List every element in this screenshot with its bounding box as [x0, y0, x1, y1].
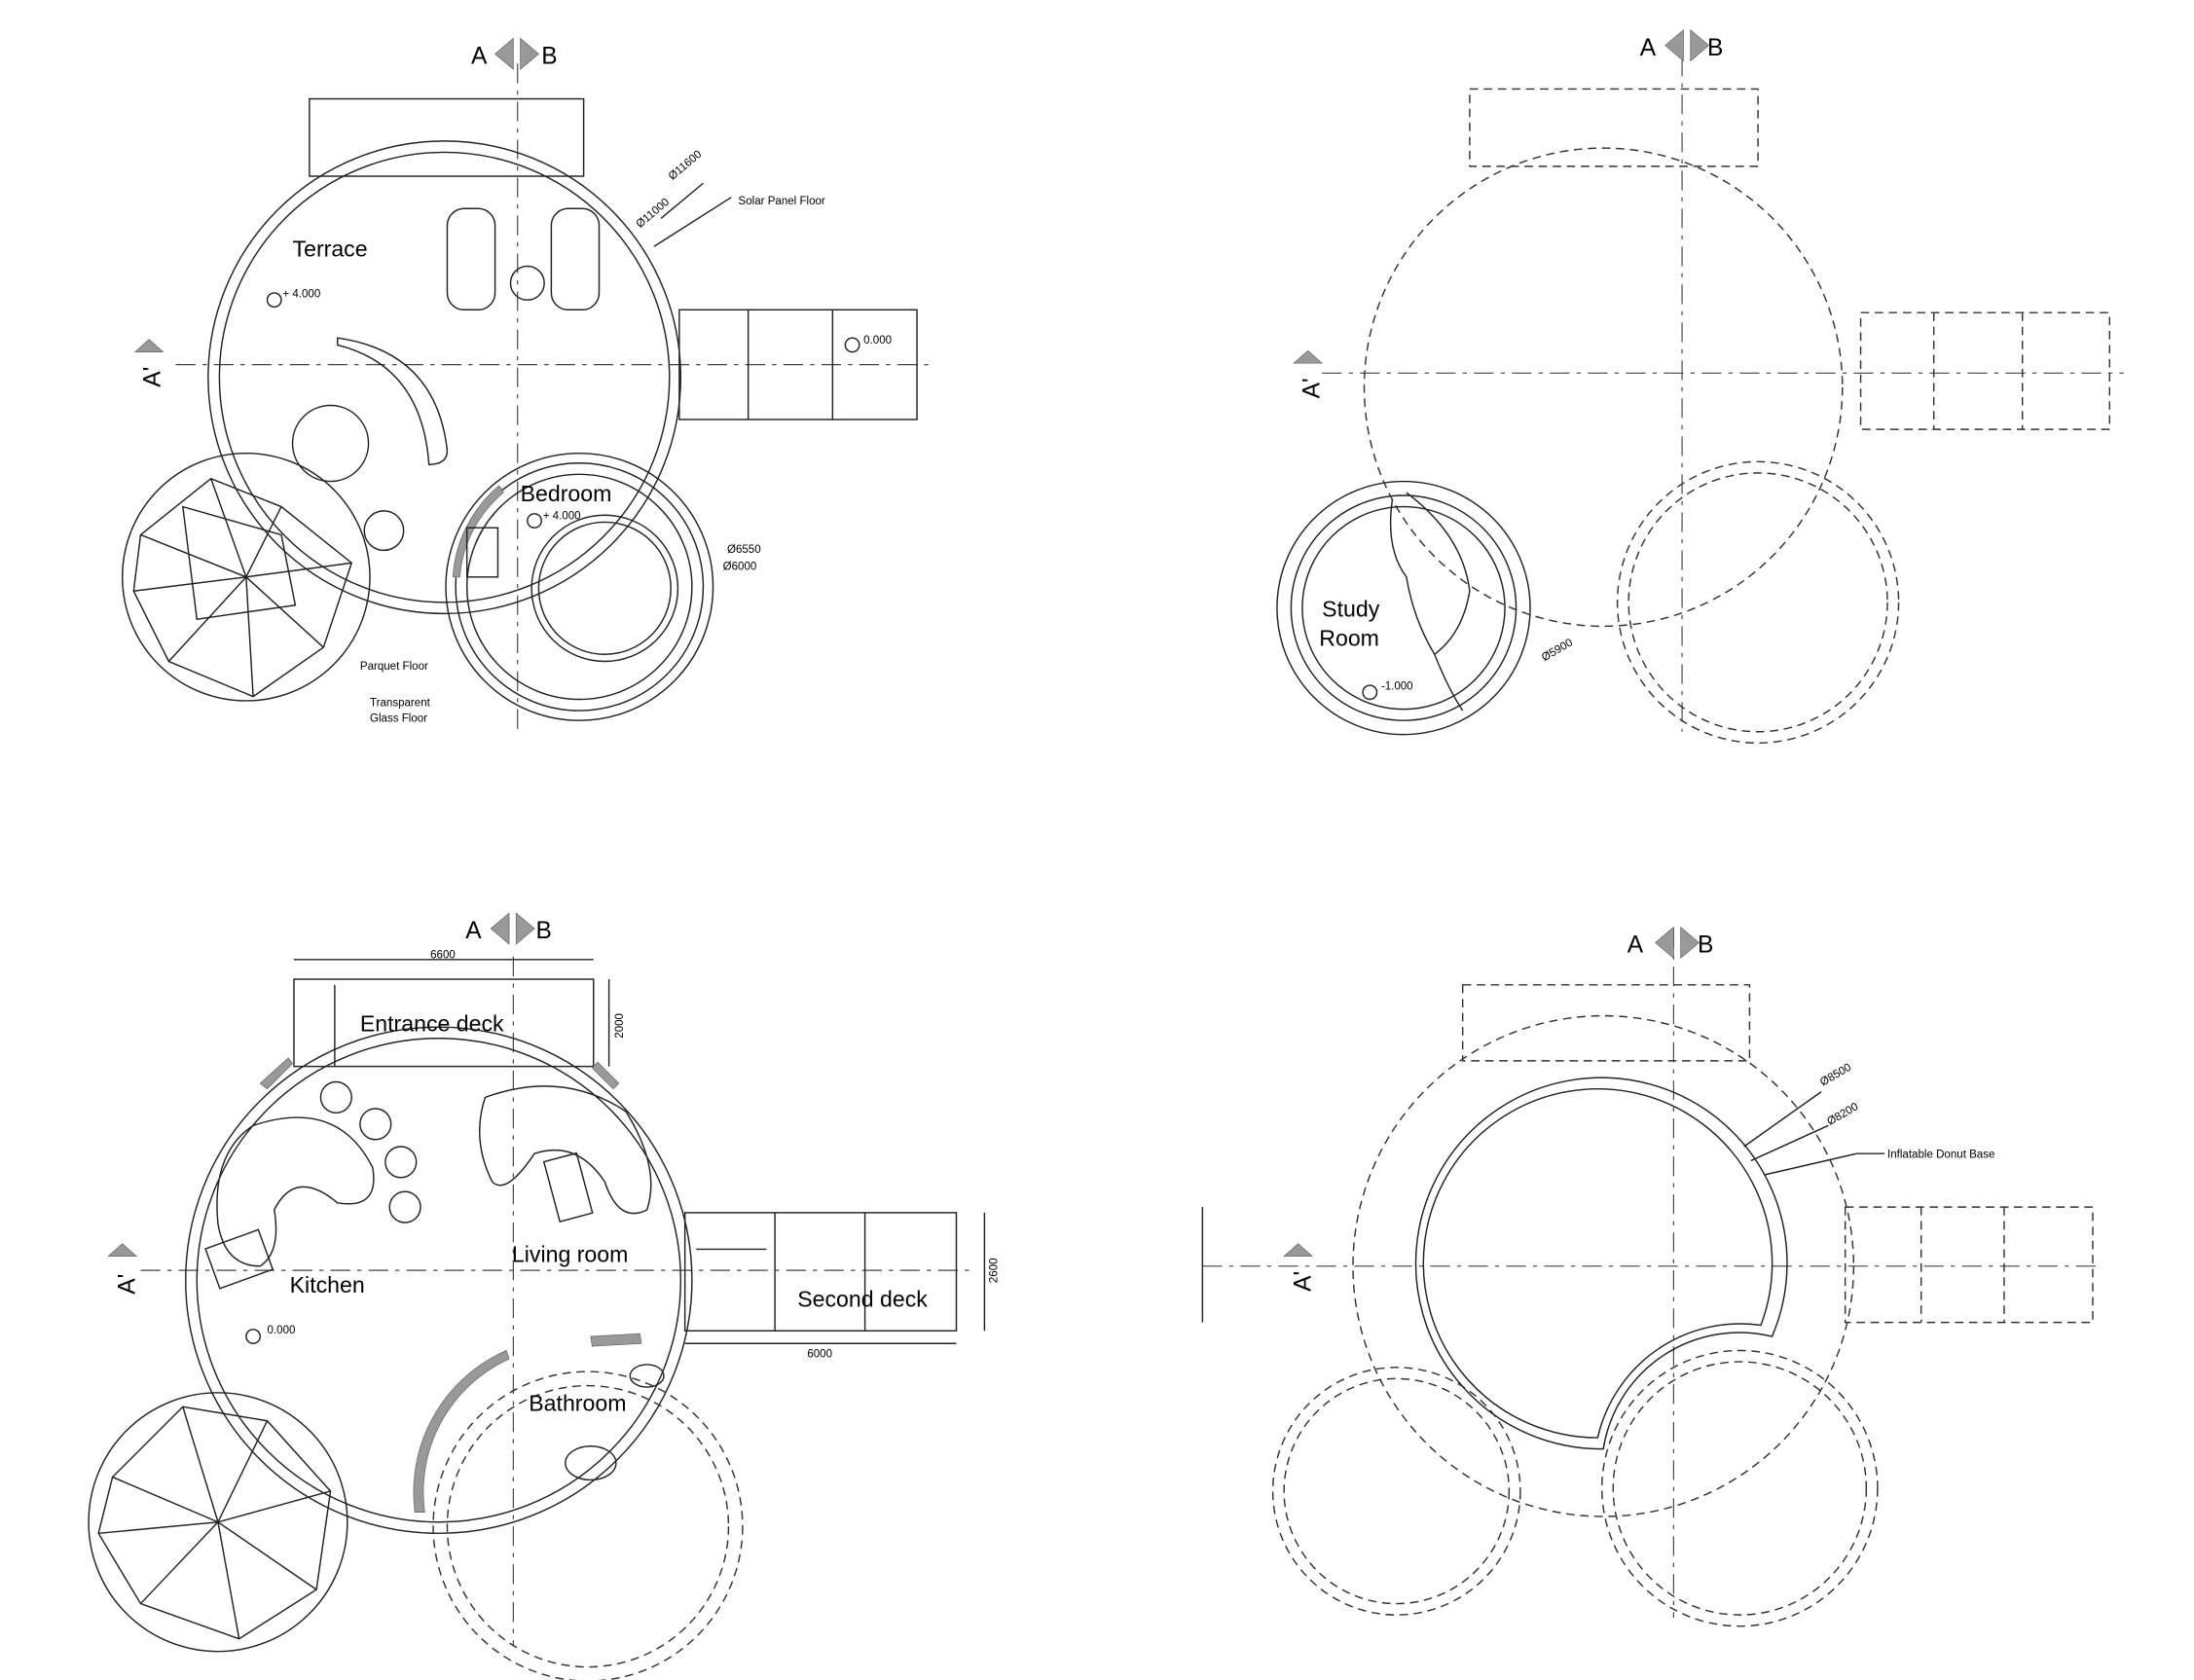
- dim-bedroom-inner: Ø6000: [723, 562, 757, 573]
- note-solar-panel: Solar Panel Floor: [739, 196, 825, 207]
- section-b-label: B: [1707, 35, 1723, 61]
- room-label-terrace: Terrace: [293, 236, 368, 261]
- dim-second-deck-width: 6000: [807, 1349, 832, 1361]
- level-bedroom: + 4.000: [543, 511, 581, 523]
- dim-base-inner: Ø8200: [1825, 1101, 1860, 1128]
- dim-bedroom-outer: Ø6550: [727, 544, 761, 556]
- section-a-label: A: [1627, 932, 1644, 959]
- room-label-study: Study: [1322, 596, 1380, 621]
- upper-deck: [309, 97, 585, 177]
- note-parquet: Parquet Floor: [360, 661, 428, 673]
- dim-outer: Ø11600: [667, 149, 705, 183]
- section-b-label: B: [535, 918, 551, 944]
- level-study: -1.000: [1381, 680, 1413, 692]
- plan-base: A B A' Ø8500 Ø8200 Inflatable Donut Base: [1201, 926, 2103, 1627]
- bedroom-outer-ring: [445, 452, 714, 721]
- room-label-kitchen: Kitchen: [290, 1272, 365, 1297]
- room-label-entrance-deck: Entrance deck: [360, 1011, 504, 1037]
- section-a-prime-label: A': [1298, 378, 1325, 398]
- study-room-ring: [1276, 480, 1531, 736]
- dim-deck-depth: 2000: [614, 1013, 626, 1039]
- level-kitchen: 0.000: [268, 1325, 296, 1336]
- section-b-label: B: [541, 43, 557, 69]
- section-a-label: A: [1640, 35, 1657, 61]
- plan-ground: A B A' 6600 2000 2600 6000 Entrance deck…: [88, 912, 1000, 1680]
- note-glass-1: Transparent: [370, 698, 431, 710]
- room-label-study-room: Room: [1319, 626, 1379, 651]
- section-a-prime-label: A': [140, 367, 166, 387]
- room-label-bedroom: Bedroom: [521, 481, 612, 506]
- dim-study: Ø5900: [1540, 637, 1575, 664]
- section-a-label: A: [471, 43, 488, 69]
- dim-second-deck-depth: 2600: [988, 1258, 1000, 1283]
- section-a-prime-label: A': [1291, 1271, 1317, 1292]
- note-glass-2: Glass Floor: [370, 713, 427, 725]
- room-label-bathroom: Bathroom: [529, 1391, 626, 1416]
- room-label-living-room: Living room: [512, 1241, 628, 1266]
- dim-base-outer: Ø8500: [1818, 1062, 1853, 1089]
- level-deck: 0.000: [863, 335, 892, 347]
- room-label-second-deck: Second deck: [797, 1287, 928, 1312]
- inflatable-donut-base: [1414, 1077, 1788, 1450]
- section-b-label: B: [1698, 932, 1713, 959]
- side-deck: [678, 309, 918, 420]
- section-a-label: A: [465, 918, 482, 944]
- level-terrace: + 4.000: [282, 288, 320, 300]
- geodesic-dome: [121, 452, 371, 702]
- entrance-deck: [293, 978, 595, 1068]
- note-inflatable-donut: Inflatable Donut Base: [1887, 1150, 1994, 1161]
- dim-deck-width: 6600: [430, 949, 456, 961]
- section-a-prime-label: A': [115, 1274, 141, 1295]
- geodesic-dome: [88, 1392, 348, 1653]
- plan-basement: A B A' Study Room -1.000 Ø5900: [1276, 28, 2124, 745]
- second-deck: [683, 1212, 958, 1332]
- plan-upper-level: A B A' Terrace Bedroom + 4.000 + 4.000 0…: [121, 37, 929, 732]
- dome-triangulation: [132, 477, 353, 698]
